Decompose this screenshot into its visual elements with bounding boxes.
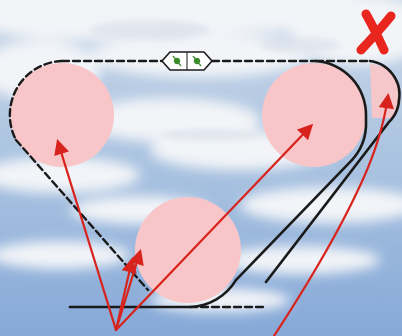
pulley-right [262,63,366,167]
pulley-bottom [135,197,241,303]
arrow-to-left-pulley [54,139,118,332]
arrow-to-bottom-pulley [114,249,144,332]
oval-connector-icon [160,51,214,71]
cloud-shadow-layer [90,20,340,141]
pulley-left [10,63,114,167]
arrow-to-right-pulley [114,123,314,332]
arrow-to-edge-pulley [272,92,394,336]
pointer-arrows [54,92,394,336]
red-x-mark-icon [356,9,396,55]
